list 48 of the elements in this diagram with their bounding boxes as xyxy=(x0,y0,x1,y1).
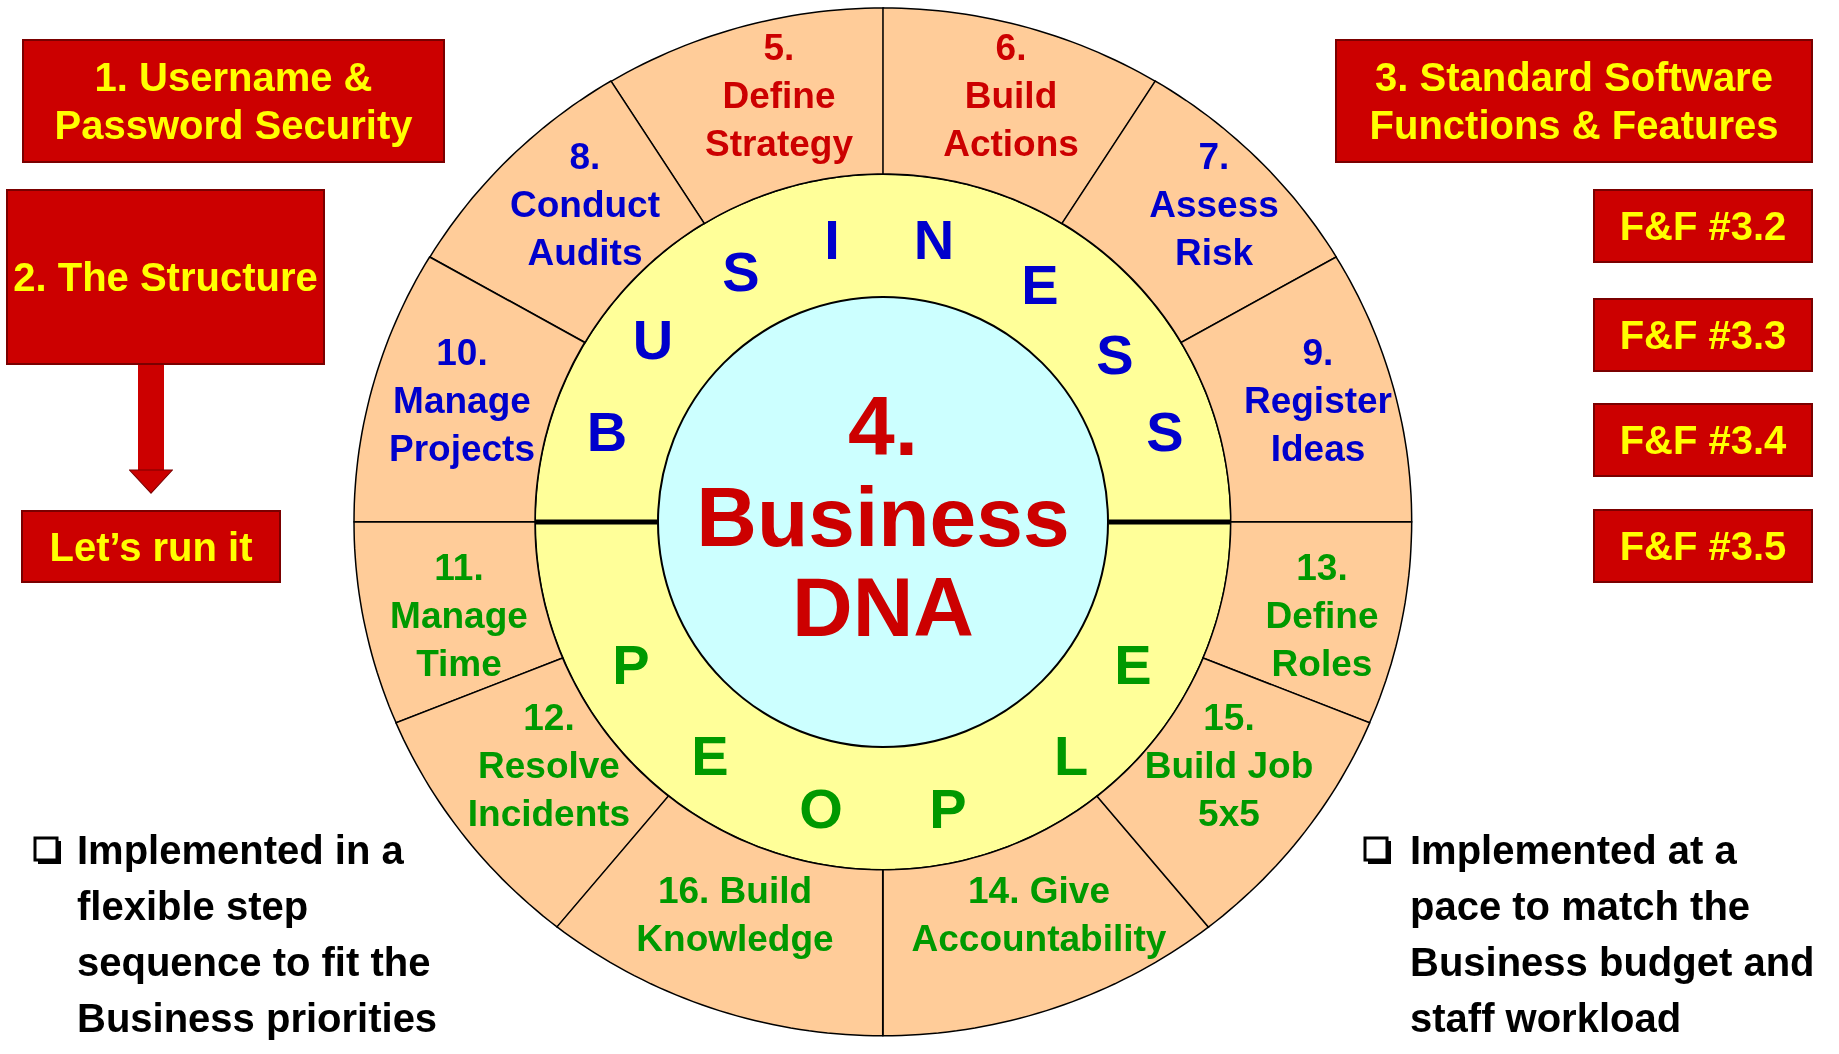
segment-label: Resolve Incidents xyxy=(466,743,632,837)
segment-label: Manage Projects xyxy=(388,378,536,472)
ring-letter: E xyxy=(1021,257,1059,313)
segment-label: Build Job 5x5 xyxy=(1144,743,1314,837)
center-title: 4. Business DNA xyxy=(696,380,1070,654)
segment-label: 13. xyxy=(1295,545,1349,590)
segment-label: Manage Time xyxy=(389,593,529,687)
bullet-text: Implemented in a flexible step sequence to fit the Business priorities xyxy=(77,827,439,1042)
ring-letter: E xyxy=(1114,637,1152,693)
ring-letter: I xyxy=(824,212,840,268)
section-box: 2. The Structure xyxy=(6,189,325,365)
section-box: F&F #3.5 xyxy=(1593,509,1813,583)
section-box: F&F #3.2 xyxy=(1593,189,1813,263)
ring-letter: N xyxy=(913,212,955,268)
ring-letter: U xyxy=(632,312,674,368)
segment-label: 15. xyxy=(1202,695,1256,740)
segment-label: 14. Give Accountability xyxy=(910,868,1168,961)
ring-letter: S xyxy=(1096,327,1134,383)
ring-letter: E xyxy=(691,728,729,784)
ring-letter: L xyxy=(1053,728,1089,784)
ring-letter: P xyxy=(612,637,650,693)
segment-label: 16. Build Knowledge xyxy=(635,868,835,961)
segment-label: Define Roles xyxy=(1264,593,1380,687)
ring-letter: S xyxy=(722,244,760,300)
segment-label: Assess Risk xyxy=(1148,182,1280,276)
section-box: F&F #3.3 xyxy=(1593,298,1813,372)
segment-label: Build Actions xyxy=(942,73,1080,167)
ring-letter: P xyxy=(929,781,967,837)
ring-letter: S xyxy=(1146,404,1184,460)
segment-label: 11. xyxy=(433,545,485,590)
segment-label: Define Strategy xyxy=(703,73,854,167)
section-box: 3. Standard Software Functions & Features xyxy=(1335,39,1813,163)
section-box: 1. Username & Password Security xyxy=(22,39,445,163)
arrow xyxy=(129,365,173,494)
segment-label: 10. xyxy=(435,330,489,375)
segment-label: 8. xyxy=(568,134,602,179)
segment-label: Conduct Audits xyxy=(508,182,661,276)
segment-label: Register Ideas xyxy=(1242,378,1393,472)
section-box: F&F #3.4 xyxy=(1593,403,1813,477)
segment-label: 9. xyxy=(1301,330,1335,375)
segment-label: 5. xyxy=(762,25,796,70)
segment-label: 6. xyxy=(994,25,1028,70)
ring-letter: O xyxy=(799,781,843,837)
ring-letter: B xyxy=(586,404,628,460)
bullet-text: Implemented at a pace to match the Business budget and staff workload xyxy=(1410,827,1816,1042)
section-box: Let’s run it xyxy=(21,510,281,583)
segment-label: 12. xyxy=(522,695,576,740)
segment-label: 7. xyxy=(1197,134,1231,179)
